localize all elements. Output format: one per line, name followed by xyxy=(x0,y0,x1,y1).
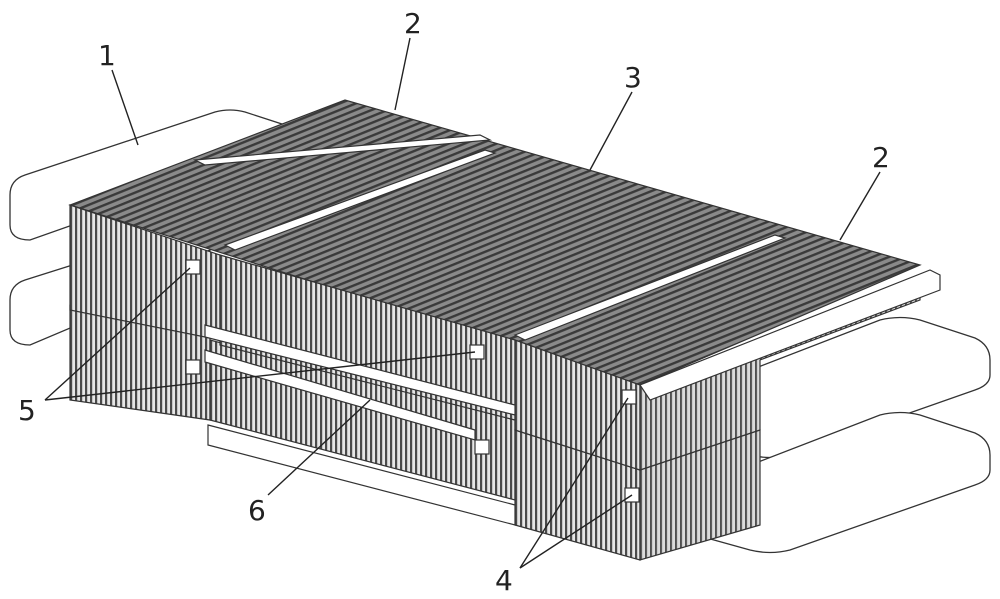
label-2-left: 2 xyxy=(404,7,422,40)
clips xyxy=(185,259,640,503)
label-4: 4 xyxy=(495,564,513,597)
label-5: 5 xyxy=(18,394,36,427)
label-1: 1 xyxy=(98,39,116,72)
label-3: 3 xyxy=(624,61,642,94)
label-2-right: 2 xyxy=(872,141,890,174)
upper-fin-layer xyxy=(68,99,941,471)
label-6: 6 xyxy=(248,494,266,527)
leader-lines xyxy=(44,37,881,569)
